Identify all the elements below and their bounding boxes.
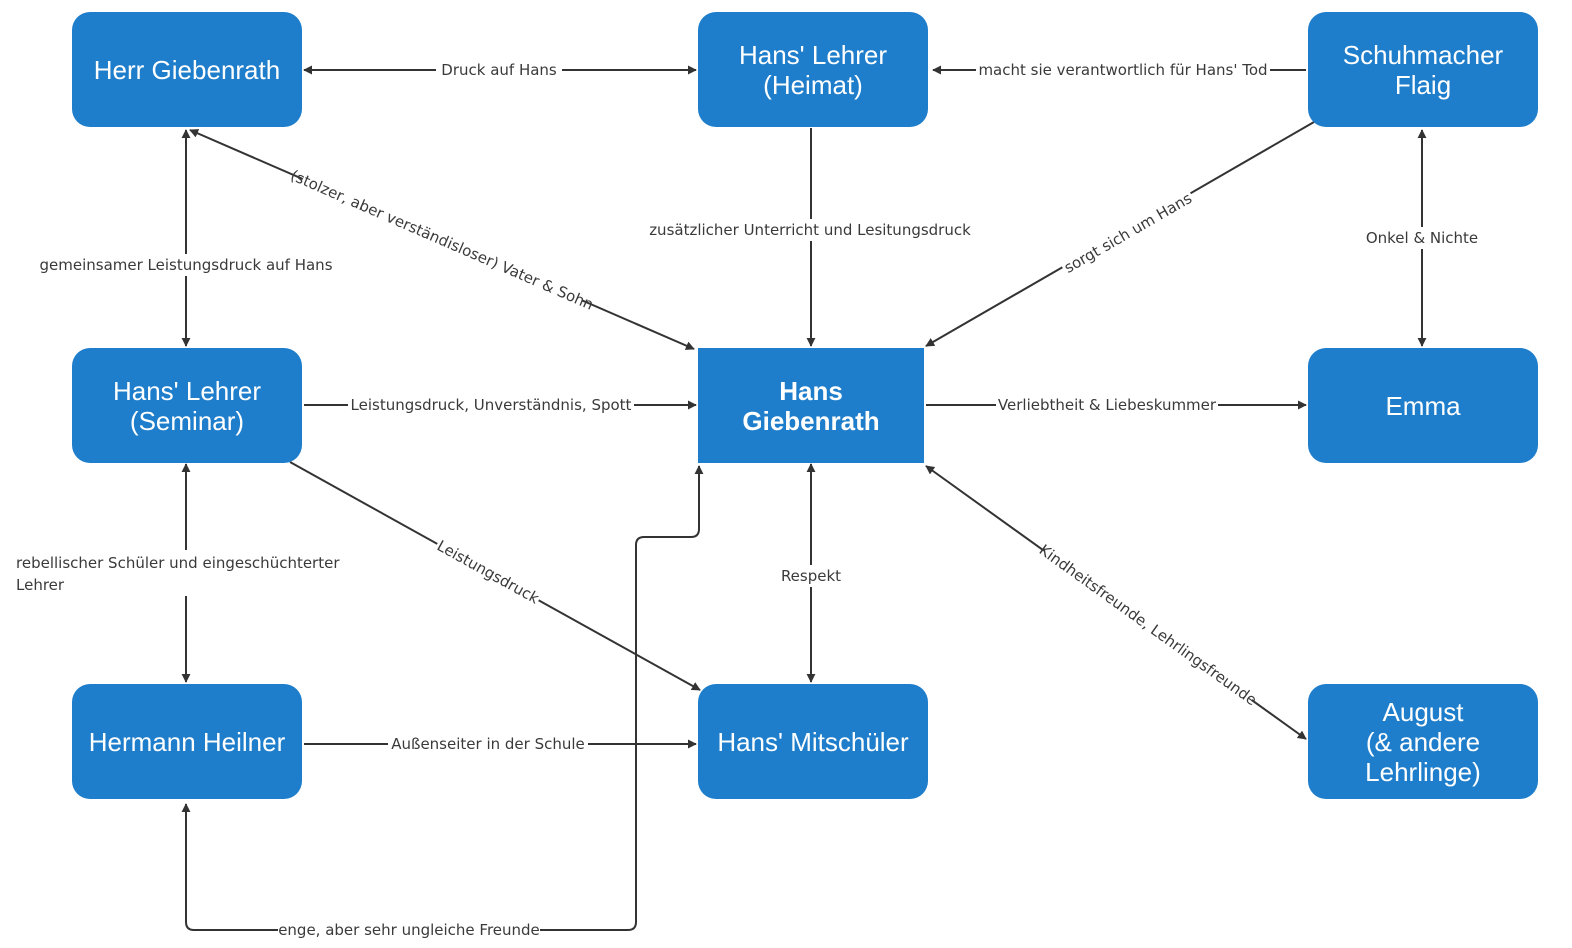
node-label: Schuhmacher Flaig <box>1342 39 1504 100</box>
node-hans-giebenrath: Hans Giebenrath <box>698 348 924 463</box>
node-label: Hans' Mitschüler <box>717 726 909 757</box>
node-emma: Emma <box>1308 348 1538 463</box>
node-label: Hans Giebenrath <box>742 375 880 436</box>
node-label: August (& andere Lehrlinge) <box>1365 696 1481 787</box>
node-label: Herr Giebenrath <box>93 54 281 85</box>
edge-label-druck: Druck auf Hans <box>441 61 557 79</box>
node-hermann-heilner: Hermann Heilner <box>72 684 302 799</box>
edge-label-vater-sohn: (stolzer, aber verständisloser) Vater & … <box>288 166 596 313</box>
edge-label-sorgt: sorgt sich um Hans <box>1061 189 1195 277</box>
edge-label-verliebtheit: Verliebtheit & Liebeskummer <box>998 396 1217 414</box>
node-august: August (& andere Lehrlinge) <box>1308 684 1538 799</box>
edge-label-kindheit: Kindheitsfreunde, Lehrlingsfreunde <box>1036 541 1261 709</box>
node-lehrer-heimat: Hans' Lehrer (Heimat) <box>698 12 928 127</box>
edge-label-rebellisch-2: Lehrer <box>16 576 65 594</box>
edge-label-verantwortlich: macht sie verantwortlich für Hans' Tod <box>978 61 1267 79</box>
node-label: Hermann Heilner <box>88 726 286 757</box>
edge-label-aussenseiter: Außenseiter in der Schule <box>391 735 585 753</box>
edge-freunde <box>181 465 704 931</box>
edge-label-leistungsdruck: Leistungsdruck <box>434 537 542 608</box>
node-mitschueler: Hans' Mitschüler <box>698 684 928 799</box>
node-label: Hans' Lehrer (Heimat) <box>738 39 888 100</box>
node-label: Hans' Lehrer (Seminar) <box>112 375 262 436</box>
edge-label-freunde: enge, aber sehr ungleiche Freunde <box>278 921 540 939</box>
edge-label-respekt: Respekt <box>781 567 841 585</box>
node-herr-giebenrath: Herr Giebenrath <box>72 12 302 127</box>
edge-label-onkel: Onkel & Nichte <box>1366 229 1478 247</box>
edge-label-gemeinsamer: gemeinsamer Leistungsdruck auf Hans <box>39 256 332 274</box>
edge-label-leistung-spott: Leistungsdruck, Unverständnis, Spott <box>351 396 632 414</box>
edge-label-unterricht: zusätzlicher Unterricht und Lesitungsdru… <box>649 221 971 239</box>
edge-label-rebellisch-1: rebellischer Schüler und eingeschüchtert… <box>16 554 340 572</box>
node-lehrer-seminar: Hans' Lehrer (Seminar) <box>72 348 302 463</box>
node-label: Emma <box>1385 390 1461 421</box>
node-flaig: Schuhmacher Flaig <box>1308 12 1538 127</box>
